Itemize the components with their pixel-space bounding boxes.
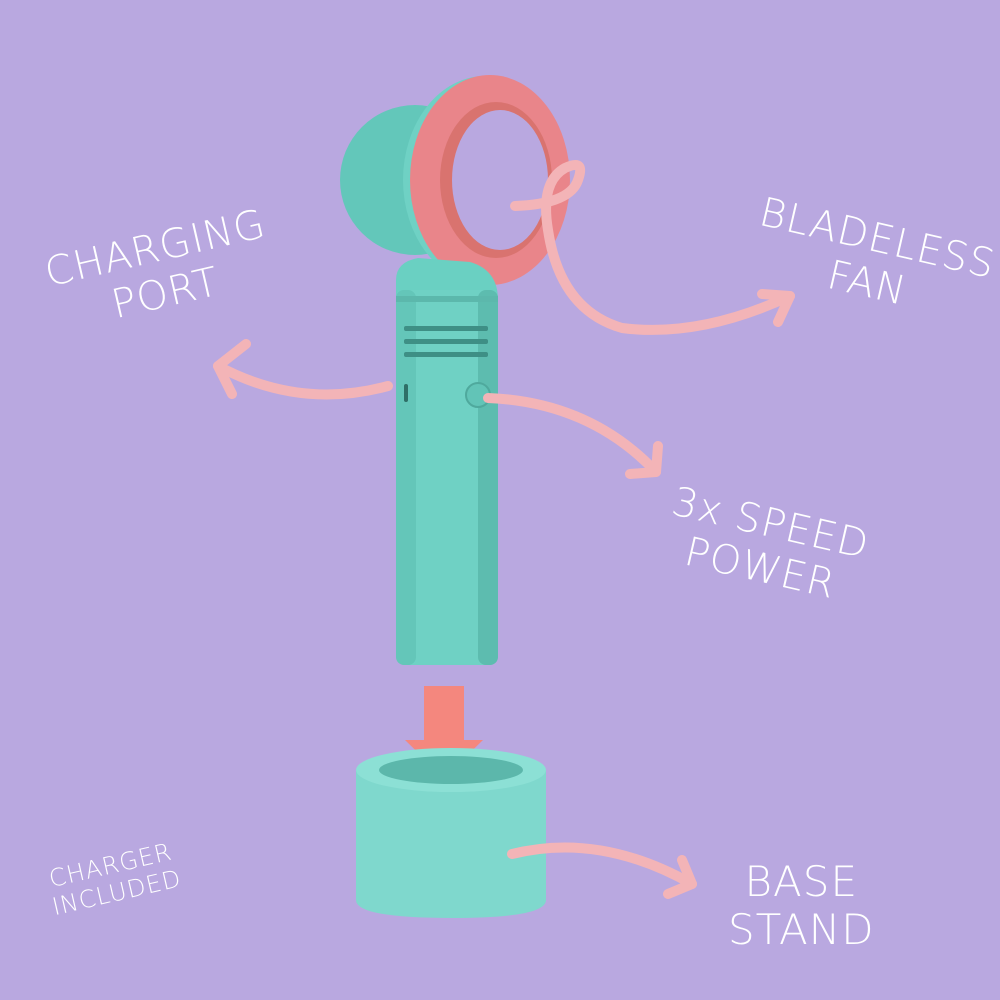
speed-arrowhead bbox=[625, 441, 663, 479]
base-stand-label-line1: BASE bbox=[744, 857, 858, 906]
base-arrowhead bbox=[663, 855, 697, 899]
charging-port bbox=[404, 384, 408, 402]
base-stand bbox=[356, 748, 546, 918]
base-arrow bbox=[507, 842, 697, 889]
bladeless-fan-arrow bbox=[510, 160, 795, 335]
bladeless-fan-arrowhead bbox=[757, 289, 795, 327]
annotation-arrows bbox=[213, 160, 795, 899]
vent-slots bbox=[404, 326, 488, 357]
base-stand-label: BASE STAND bbox=[728, 857, 875, 955]
charging-port-arrow bbox=[213, 361, 393, 400]
base-stand-label-line2: STAND bbox=[728, 905, 875, 955]
fan-head bbox=[340, 75, 570, 285]
fan-handle bbox=[396, 290, 498, 665]
charging-port-arrowhead bbox=[213, 339, 251, 399]
speed-arrow bbox=[483, 393, 661, 477]
